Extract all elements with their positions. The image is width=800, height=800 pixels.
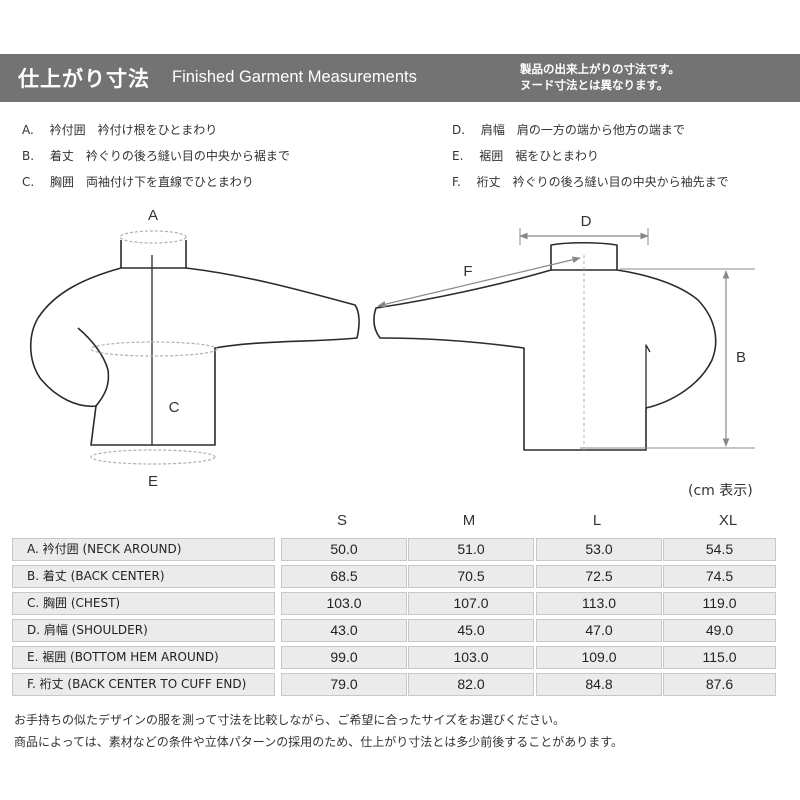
cell-xl: 49.0 — [663, 619, 776, 642]
legend-code: B. — [22, 149, 35, 163]
cell-s: 43.0 — [281, 619, 407, 642]
table-row: D. 肩幅 (SHOULDER) 43.0 45.0 47.0 49.0 — [12, 619, 776, 642]
page-title: 仕上がり寸法 — [18, 67, 150, 91]
legend-desc: 衿付け根をひとまわり — [97, 123, 218, 137]
row-label: B. 着丈 (BACK CENTER) — [12, 565, 275, 588]
legend-desc: 衿ぐりの後ろ縫い目の中央から袖先まで — [512, 175, 729, 189]
legend-item-c: C. 胸囲両袖付け下を直線でひとまわり — [22, 169, 290, 195]
back-jacket-outline — [373, 241, 717, 451]
legend-code: C. — [22, 175, 35, 189]
cell-s: 50.0 — [281, 538, 407, 561]
legend-desc: 肩の一方の端から他方の端まで — [516, 123, 685, 137]
cell-l: 47.0 — [536, 619, 662, 642]
legend-right: D. 肩幅肩の一方の端から他方の端まで E. 裾囲裾をひとまわり F. 裄丈衿ぐ… — [452, 117, 729, 195]
table-row: A. 衿付囲 (NECK AROUND) 50.0 51.0 53.0 54.5 — [12, 538, 776, 561]
legend-name: 裾囲 — [479, 149, 504, 163]
cell-xl: 115.0 — [663, 646, 776, 669]
legend-name: 胸囲 — [50, 175, 75, 189]
legend-code: A. — [22, 123, 34, 137]
row-label: E. 裾囲 (BOTTOM HEM AROUND) — [12, 646, 275, 669]
legend-item-d: D. 肩幅肩の一方の端から他方の端まで — [452, 117, 729, 143]
legend-code: F. — [452, 175, 461, 189]
legend-name: 裄丈 — [476, 175, 501, 189]
table-row: C. 胸囲 (CHEST) 103.0 107.0 113.0 119.0 — [12, 592, 776, 615]
legend-item-b: B. 着丈衿ぐりの後ろ縫い目の中央から裾まで — [22, 143, 290, 169]
back-measure-marks — [377, 228, 755, 450]
header-note-line-1: 製品の出来上がりの寸法です。 — [520, 62, 680, 76]
header-bar: 仕上がり寸法 Finished Garment Measurements 製品の… — [0, 54, 800, 102]
cell-l: 53.0 — [536, 538, 662, 561]
cell-l: 113.0 — [536, 592, 662, 615]
diagram-label-b: B — [736, 349, 746, 366]
cell-s: 103.0 — [281, 592, 407, 615]
legend-desc: 裾をひとまわり — [515, 149, 599, 163]
size-header-xl: XL — [718, 512, 738, 529]
diagram-label-c: C — [169, 399, 180, 416]
header-note-line-2: ヌード寸法とは異なります。 — [520, 78, 669, 92]
cell-l: 109.0 — [536, 646, 662, 669]
footnote-line-2: 商品によっては、素材などの条件や立体パターンの採用のため、仕上がり寸法とは多少前… — [14, 735, 624, 749]
cell-s: 68.5 — [281, 565, 407, 588]
size-header-m: M — [462, 512, 476, 529]
garment-diagram: A C E D F B — [29, 207, 755, 490]
front-measure-marks — [90, 230, 218, 465]
legend-code: D. — [452, 123, 466, 137]
cell-xl: 74.5 — [663, 565, 776, 588]
cell-m: 103.0 — [408, 646, 534, 669]
row-label: F. 裄丈 (BACK CENTER TO CUFF END) — [12, 673, 275, 696]
diagram-label-a: A — [148, 207, 158, 224]
legend-item-e: E. 裾囲裾をひとまわり — [452, 143, 729, 169]
legend-item-a: A. 衿付囲衿付け根をひとまわり — [22, 117, 290, 143]
diagram-label-d: D — [581, 213, 592, 230]
cell-l: 72.5 — [536, 565, 662, 588]
legend-item-f: F. 裄丈衿ぐりの後ろ縫い目の中央から袖先まで — [452, 169, 729, 195]
cell-l: 84.8 — [536, 673, 662, 696]
cell-m: 45.0 — [408, 619, 534, 642]
cell-xl: 87.6 — [663, 673, 776, 696]
front-jacket-outline — [29, 240, 360, 446]
cell-m: 82.0 — [408, 673, 534, 696]
cell-m: 107.0 — [408, 592, 534, 615]
legend-name: 着丈 — [49, 149, 74, 163]
table-row: F. 裄丈 (BACK CENTER TO CUFF END) 79.0 82.… — [12, 673, 776, 696]
table-row: B. 着丈 (BACK CENTER) 68.5 70.5 72.5 74.5 — [12, 565, 776, 588]
cell-m: 70.5 — [408, 565, 534, 588]
legend-desc: 両袖付け下を直線でひとまわり — [86, 175, 254, 189]
cell-xl: 54.5 — [663, 538, 776, 561]
row-label: D. 肩幅 (SHOULDER) — [12, 619, 275, 642]
unit-note: (cm 表示) — [688, 483, 753, 499]
legend-code: E. — [452, 149, 464, 163]
legend-name: 衿付囲 — [49, 123, 86, 137]
legend-desc: 衿ぐりの後ろ縫い目の中央から裾まで — [85, 149, 290, 163]
footnote-line-1: お手持ちの似たデザインの服を測って寸法を比較しながら、ご希望に合ったサイズをお選… — [14, 713, 566, 727]
legend-left: A. 衿付囲衿付け根をひとまわり B. 着丈衿ぐりの後ろ縫い目の中央から裾まで … — [22, 117, 290, 195]
header-note: 製品の出来上がりの寸法です。 ヌード寸法とは異なります。 — [520, 61, 680, 93]
size-header-s: S — [336, 512, 347, 529]
table-row: E. 裾囲 (BOTTOM HEM AROUND) 99.0 103.0 109… — [12, 646, 776, 669]
cell-s: 99.0 — [281, 646, 407, 669]
cell-s: 79.0 — [281, 673, 407, 696]
page-subtitle: Finished Garment Measurements — [172, 68, 417, 86]
cell-xl: 119.0 — [663, 592, 776, 615]
size-header-l: L — [592, 512, 602, 529]
legend-name: 肩幅 — [480, 123, 505, 137]
row-label: A. 衿付囲 (NECK AROUND) — [12, 538, 275, 561]
cell-m: 51.0 — [408, 538, 534, 561]
diagram-label-e: E — [148, 473, 158, 490]
row-label: C. 胸囲 (CHEST) — [12, 592, 275, 615]
diagram-label-f: F — [463, 263, 472, 280]
